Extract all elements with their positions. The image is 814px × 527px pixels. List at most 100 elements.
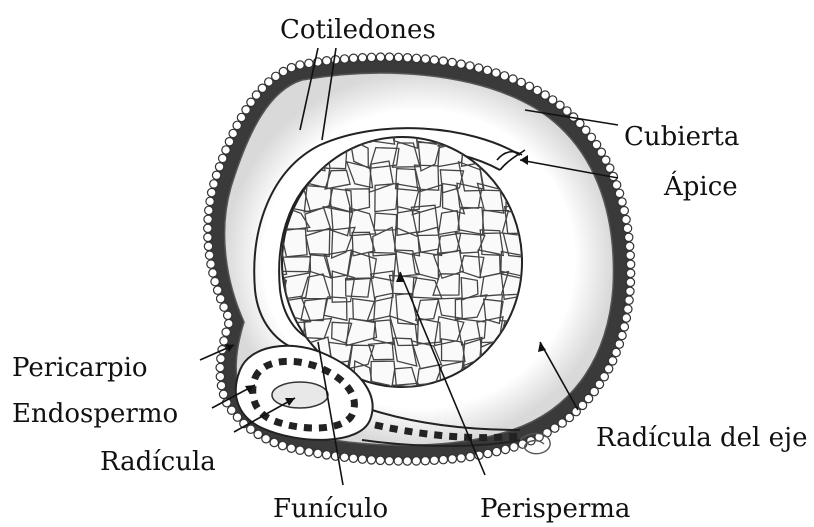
label-radicula: Radícula — [100, 447, 216, 477]
coat-bead — [323, 57, 331, 65]
coat-bead — [626, 278, 634, 286]
coat-bead — [367, 53, 375, 61]
coat-bead — [204, 242, 212, 250]
coat-bead — [572, 407, 580, 415]
coat-bead — [484, 449, 492, 457]
coat-bead — [625, 233, 633, 241]
label-endospermo: Endospermo — [12, 399, 178, 429]
coat-bead — [483, 66, 491, 74]
coat-bead — [620, 323, 628, 331]
coat-bead — [551, 424, 559, 432]
coat-bead — [217, 381, 225, 389]
coat-bead — [340, 55, 348, 63]
coat-bead — [612, 181, 620, 189]
coat-bead — [204, 215, 212, 223]
coat-bead — [224, 311, 232, 319]
coat-bead — [501, 445, 509, 453]
coat-bead — [216, 372, 224, 380]
coat-bead — [618, 331, 626, 339]
coat-bead — [270, 438, 278, 446]
coat-bead — [287, 63, 295, 71]
coat-bead — [618, 198, 626, 206]
coat-bead — [212, 171, 220, 179]
coat-bead — [314, 449, 322, 457]
coat-bead — [541, 91, 549, 99]
coat-bead — [615, 189, 623, 197]
coat-bead — [626, 287, 634, 295]
coat-bead — [216, 363, 224, 371]
coat-bead — [615, 340, 623, 348]
coat-bead — [457, 454, 465, 462]
coat-bead — [242, 106, 250, 114]
label-apice: Ápice — [663, 170, 738, 202]
coat-bead — [576, 119, 584, 127]
coat-bead — [252, 91, 260, 99]
coat-bead — [439, 455, 447, 463]
coat-bead — [625, 296, 633, 304]
label-cotiledones: Cotiledones — [280, 15, 436, 45]
coat-bead — [466, 452, 474, 460]
coat-bead — [237, 113, 245, 121]
coat-bead — [604, 365, 612, 373]
coat-bead — [430, 56, 438, 64]
coat-bead — [625, 242, 633, 250]
coat-bead — [204, 233, 212, 241]
coat-bead — [376, 53, 384, 61]
coat-bead — [358, 54, 366, 62]
coat-bead — [279, 67, 287, 75]
coat-bead — [210, 180, 218, 188]
coat-bead — [439, 57, 447, 65]
coat-bead — [403, 457, 411, 465]
coat-bead — [412, 54, 420, 62]
coat-bead — [620, 207, 628, 215]
coat-bead — [217, 355, 225, 363]
coat-bead — [475, 64, 483, 72]
label-pericarpio: Pericarpio — [12, 353, 148, 383]
coat-bead — [262, 435, 270, 443]
coat-bead — [219, 390, 227, 398]
coat-bead — [225, 138, 233, 146]
coat-bead — [466, 62, 474, 70]
coat-bead — [623, 224, 631, 232]
coat-bead — [457, 60, 465, 68]
coat-bead — [272, 72, 280, 80]
coat-bead — [349, 54, 357, 62]
coat-bead — [215, 163, 223, 171]
coat-bead — [254, 430, 262, 438]
coat-bead — [563, 107, 571, 115]
coat-bead — [597, 148, 605, 156]
coat-bead — [412, 457, 420, 465]
coat-bead — [582, 126, 590, 134]
coat-bead — [205, 251, 213, 259]
coat-bead — [205, 206, 213, 214]
coat-bead — [584, 394, 592, 402]
coat-bead — [209, 269, 217, 277]
coat-bead — [612, 348, 620, 356]
coat-bead — [448, 58, 456, 66]
coat-bead — [367, 456, 375, 464]
coat-bead — [533, 86, 541, 94]
coat-bead — [217, 295, 225, 303]
coat-bead — [229, 129, 237, 137]
coat-bead — [600, 373, 608, 381]
coat-bead — [492, 69, 500, 77]
coat-bead — [225, 319, 233, 327]
coat-bead — [590, 387, 598, 395]
coat-bead — [258, 84, 266, 92]
label-cubierta: Cubierta — [624, 122, 739, 152]
coat-bead — [214, 286, 222, 294]
coat-bead — [296, 446, 304, 454]
coat-bead — [626, 260, 634, 268]
coat-bead — [602, 156, 610, 164]
coat-bead — [626, 251, 634, 259]
coat-bead — [222, 146, 230, 154]
coat-bead — [558, 419, 566, 427]
coat-bead — [543, 429, 551, 437]
coat-bead — [578, 401, 586, 409]
coat-bead — [525, 82, 533, 90]
coat-bead — [340, 453, 348, 461]
coat-bead — [208, 188, 216, 196]
coat-bead — [626, 269, 634, 277]
coat-bead — [233, 121, 241, 129]
